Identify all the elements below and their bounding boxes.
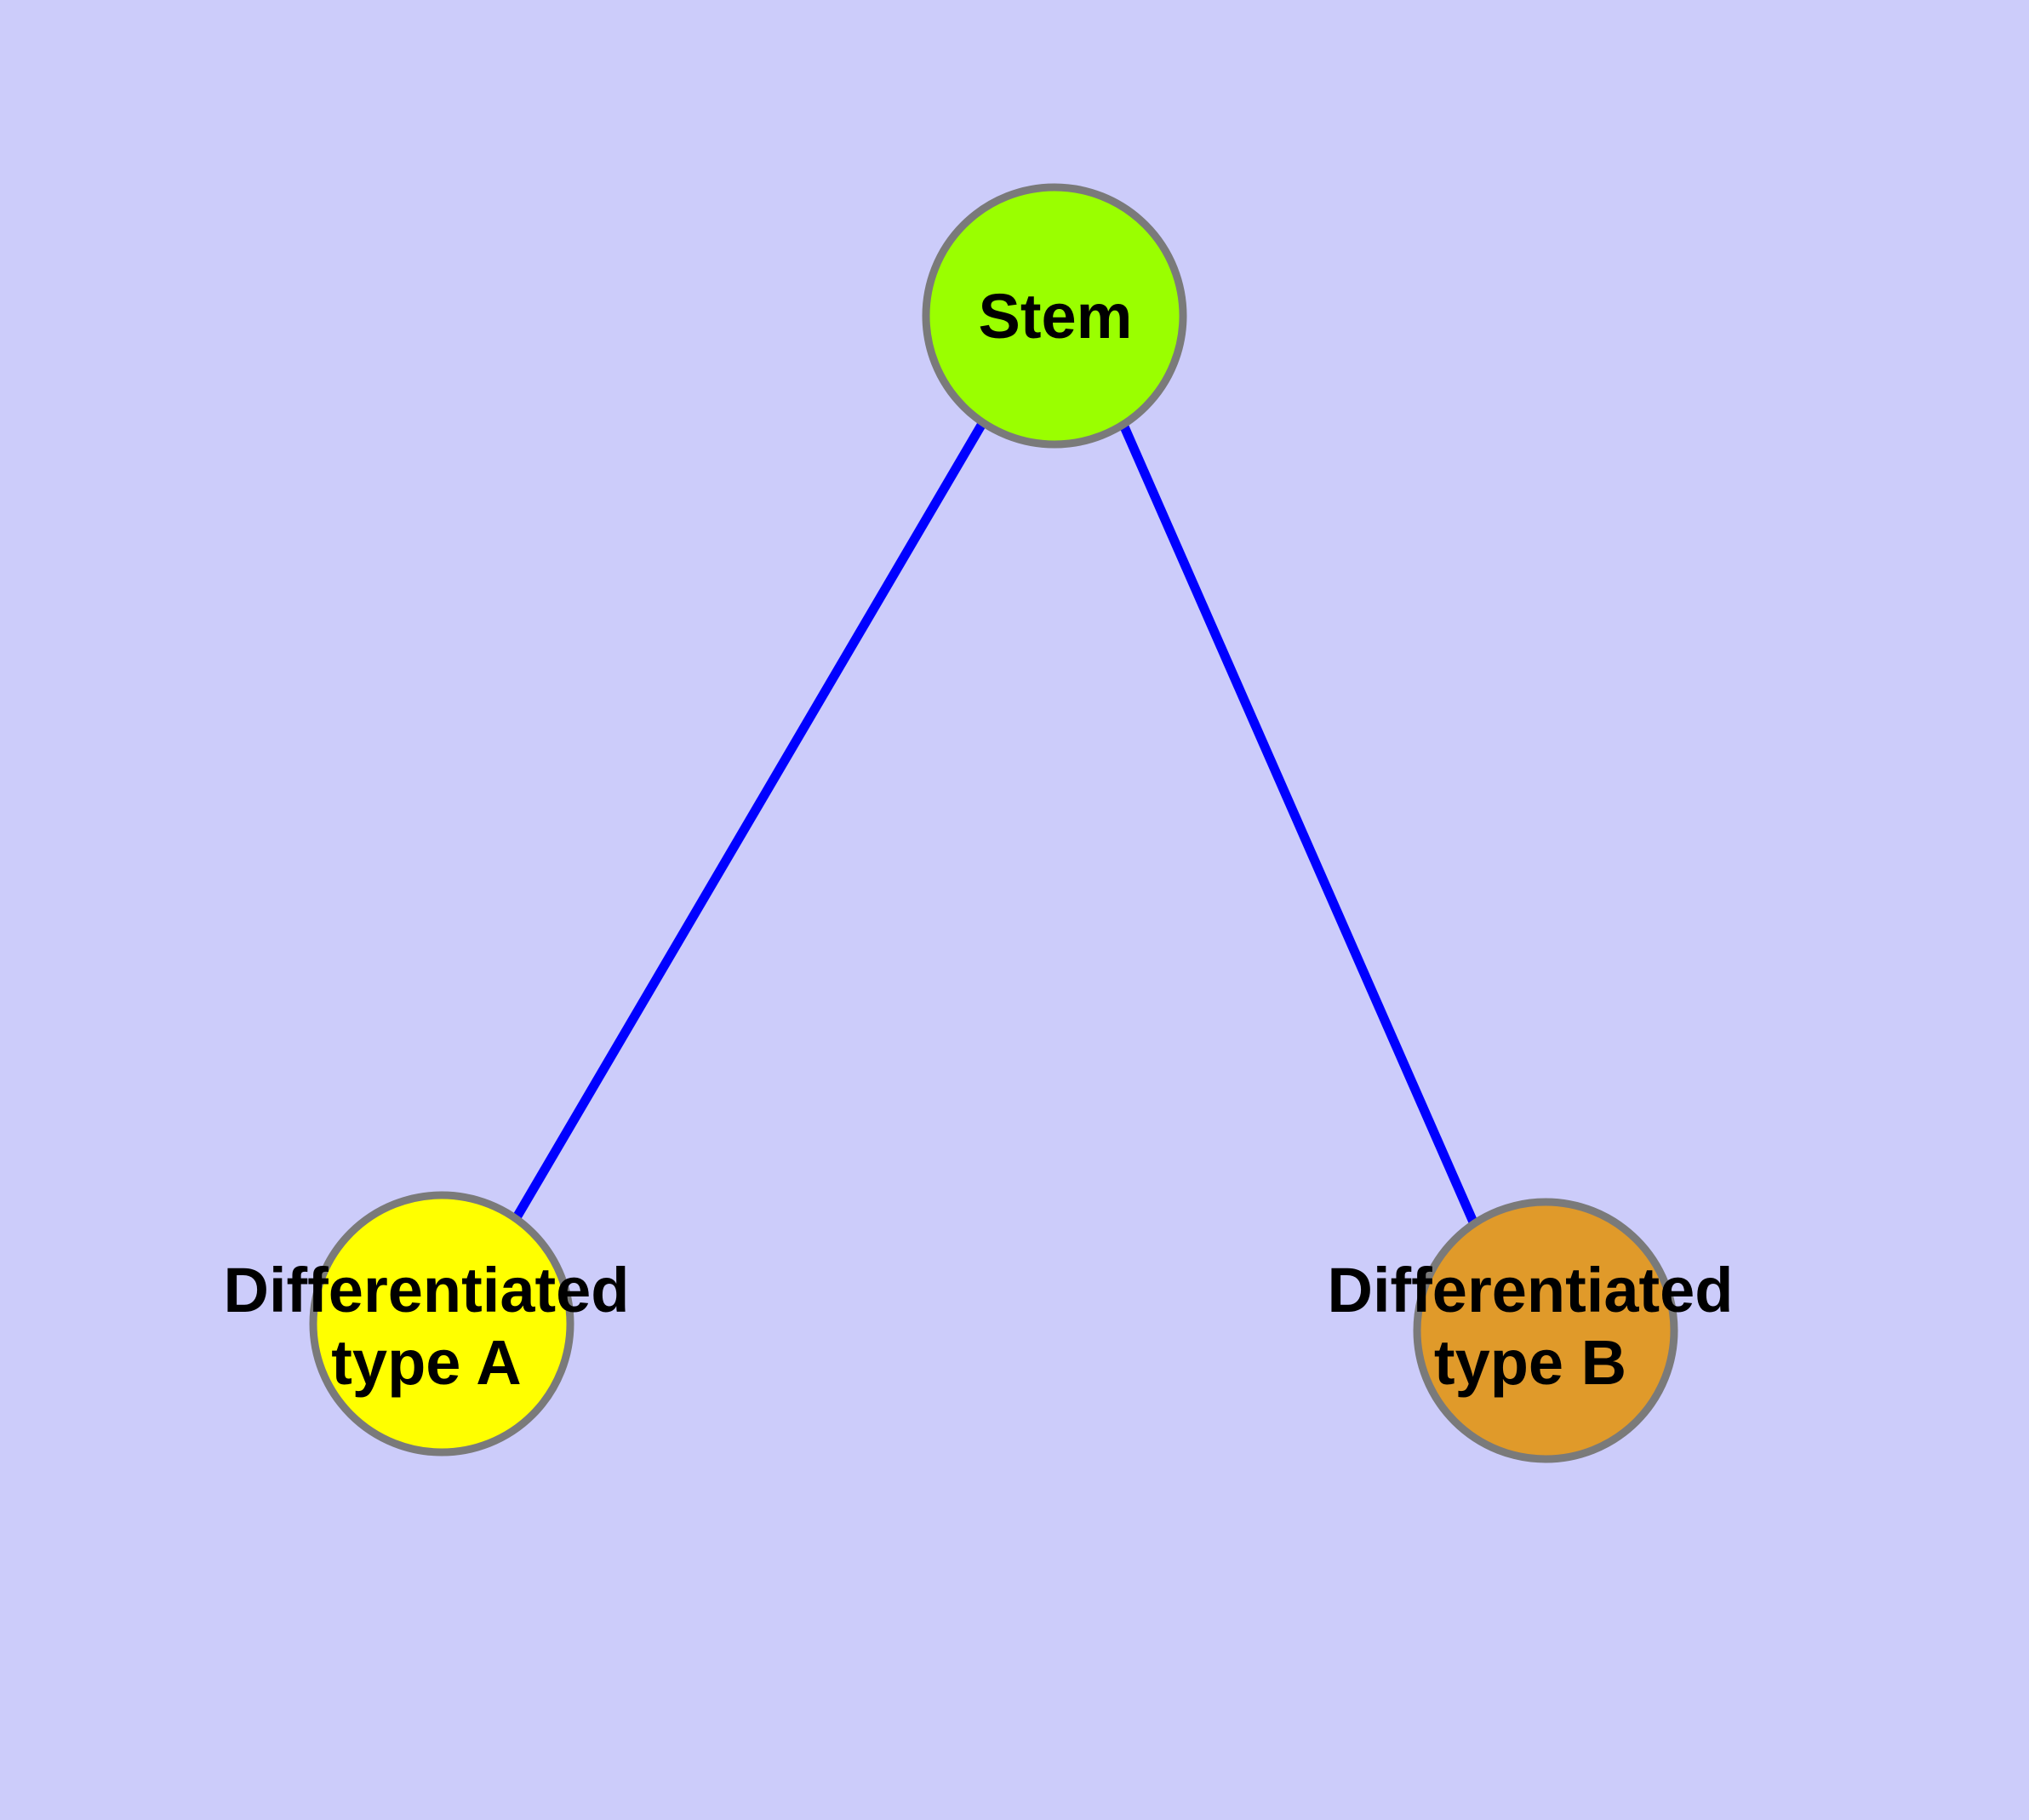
- edge-stem-to-diff-a[interactable]: [509, 420, 987, 1226]
- node-label-line: Stem: [979, 281, 1133, 352]
- node-diff-a[interactable]: [309, 1191, 574, 1457]
- edge-stem-to-diff-b[interactable]: [1118, 422, 1480, 1228]
- node-label-line: type A: [331, 1327, 521, 1398]
- node-label-line: Differentiated: [224, 1255, 630, 1325]
- node-label-line: Differentiated: [1328, 1255, 1734, 1325]
- node-stem[interactable]: [922, 183, 1187, 449]
- node-label-stem: Stem: [979, 281, 1133, 352]
- edges-layer: [509, 420, 1480, 1228]
- node-label-line: type B: [1434, 1327, 1626, 1398]
- nodes-layer: [309, 183, 1678, 1463]
- node-diff-b[interactable]: [1413, 1198, 1678, 1463]
